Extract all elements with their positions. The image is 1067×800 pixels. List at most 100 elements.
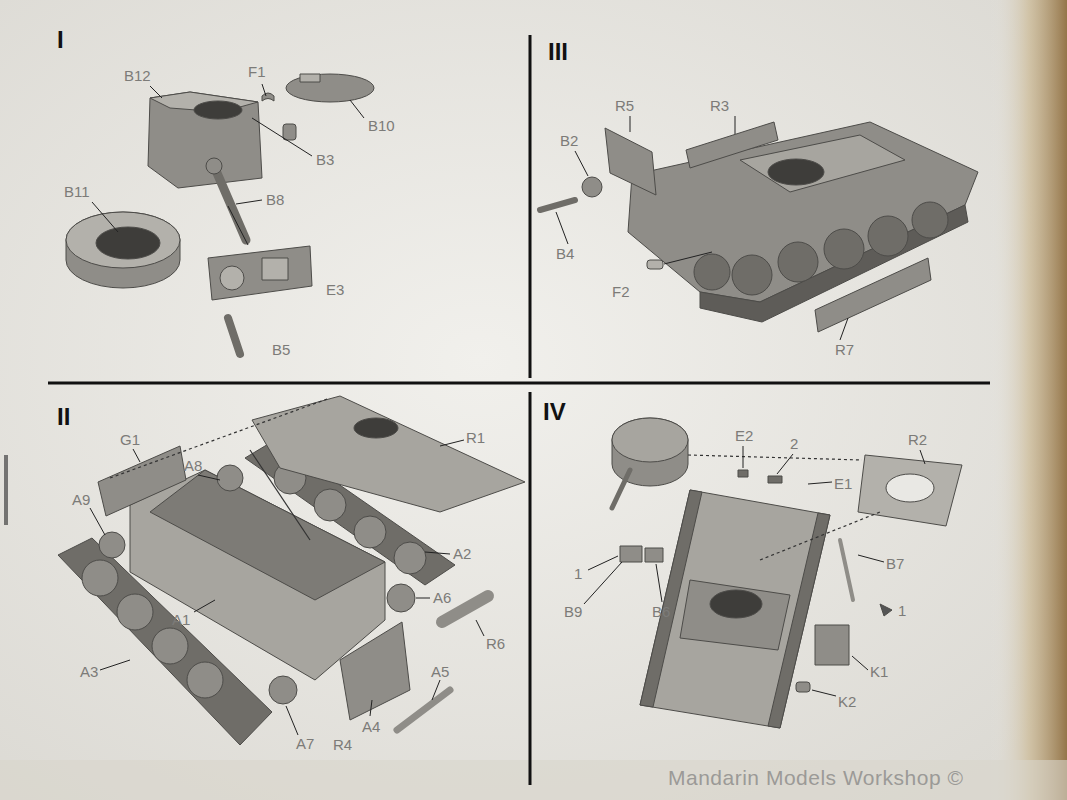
part-label: R7 (835, 342, 854, 357)
assembly-guide (688, 455, 862, 460)
panel-divider (48, 382, 990, 385)
part-label: G1 (120, 432, 140, 447)
turret-hole (354, 418, 398, 438)
small-part (262, 93, 274, 101)
part-label: F2 (612, 284, 630, 299)
part-label: R5 (615, 98, 634, 113)
turret-hole (194, 101, 242, 119)
plate-part (98, 446, 186, 516)
part-label: B2 (560, 133, 578, 148)
road-wheel (732, 255, 772, 295)
panel-divider (529, 392, 532, 785)
leader-line (664, 252, 712, 264)
turret-ring-hole (96, 227, 160, 259)
gun-part (612, 470, 630, 508)
road-wheel (778, 242, 818, 282)
part-label: B3 (316, 152, 334, 167)
mantlet-detail (262, 258, 288, 280)
turret-hole (768, 159, 824, 185)
part-label: 1 (574, 566, 582, 581)
leader-lines (90, 84, 925, 735)
leader-line (133, 449, 140, 462)
part-label: B5 (272, 342, 290, 357)
section-number: II (57, 405, 70, 429)
hull-deck (680, 580, 790, 650)
leader-line (808, 482, 832, 484)
leader-line (852, 656, 868, 670)
hatch-detail (300, 74, 320, 82)
leader-line (194, 600, 215, 612)
leader-line (286, 706, 298, 735)
plate-part (605, 128, 656, 195)
part-label: 2 (790, 436, 798, 451)
assembly-guide (110, 398, 330, 478)
leader-line (588, 556, 618, 570)
edge-mark (4, 455, 8, 525)
leader-line (656, 564, 662, 602)
rod-part (540, 200, 575, 210)
part-label: B4 (556, 246, 574, 261)
leader-line (743, 446, 744, 468)
part-label: K1 (870, 664, 888, 679)
part-label: A3 (80, 664, 98, 679)
part-label: F1 (248, 64, 266, 79)
leader-line (416, 598, 430, 599)
rod-part (840, 540, 853, 600)
part-label: K2 (838, 694, 856, 709)
part-label: A2 (453, 546, 471, 561)
hull-top-view (640, 490, 830, 728)
small-part (620, 546, 642, 562)
sprocket (99, 532, 125, 558)
turret-shell (148, 92, 262, 188)
plate-hole (886, 474, 934, 502)
paper-stain (990, 0, 1067, 800)
leader-line (236, 200, 262, 204)
part-label: R1 (466, 430, 485, 445)
bar-part (397, 690, 450, 730)
leader-line (370, 700, 372, 716)
part-drawings (58, 74, 978, 745)
road-wheel (117, 594, 153, 630)
leader-line (150, 86, 162, 98)
turret-hole (710, 590, 762, 618)
turret-ring (66, 212, 180, 288)
leader-line (812, 690, 836, 696)
plate-part (858, 455, 962, 526)
leader-line (476, 620, 484, 636)
part-label: B7 (886, 556, 904, 571)
watermark: Mandarin Models Workshop © (668, 767, 963, 788)
leader-line (630, 116, 631, 132)
road-wheel (394, 542, 426, 574)
plate-part (815, 258, 931, 332)
turret-top (612, 418, 688, 462)
leader-line (92, 202, 118, 232)
road-wheel (354, 516, 386, 548)
leader-line (228, 206, 248, 245)
hull-floor (150, 470, 385, 600)
part-label: E3 (326, 282, 344, 297)
leader-line (198, 475, 220, 480)
small-part (645, 548, 663, 562)
sprocket (387, 584, 415, 612)
part-label: E1 (834, 476, 852, 491)
road-wheel (868, 216, 908, 256)
section-number: IV (543, 400, 566, 424)
leader-line (432, 680, 440, 700)
leader-line (920, 450, 925, 464)
part-arrow (880, 604, 892, 616)
hatch-part (286, 74, 374, 102)
leader-line (425, 552, 450, 554)
part-label: A9 (72, 492, 90, 507)
part-label: A5 (431, 664, 449, 679)
road-wheel (187, 662, 223, 698)
upper-hull (252, 396, 525, 512)
part-label: A8 (184, 458, 202, 473)
turret-part (612, 418, 688, 486)
section-number: III (548, 40, 568, 64)
sprocket (694, 254, 730, 290)
small-part (647, 260, 663, 269)
leader-line (777, 454, 793, 474)
part-label: B11 (64, 184, 90, 199)
